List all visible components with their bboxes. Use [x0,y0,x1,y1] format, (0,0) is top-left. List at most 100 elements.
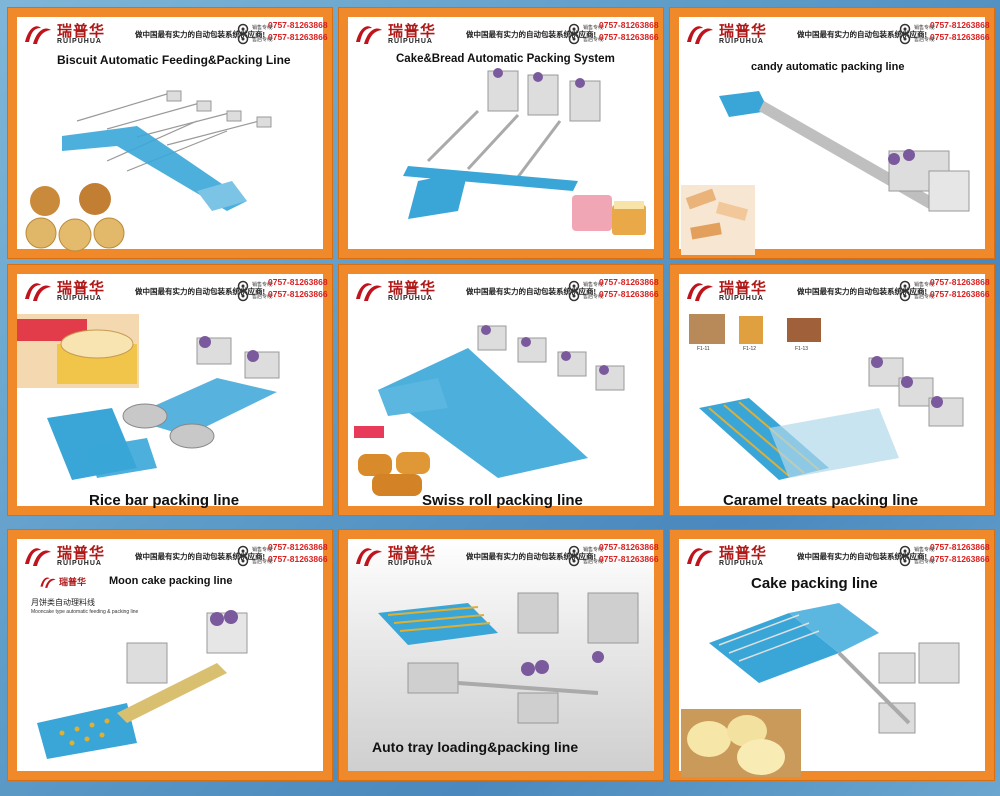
sales-phone: 0757-81263868 [930,542,990,552]
panel-title: candy automatic packing line [751,61,905,73]
ruipuhua-logo-icon [356,26,382,44]
panel-header: 瑞普华 RUIPUHUA 做中国最有实力的自动包装系统供应商! 销售专线: 07… [679,539,990,573]
panel-caramel: 瑞普华 RUIPUHUA 做中国最有实力的自动包装系统供应商! 销售专线: 07… [670,265,994,515]
panel-header: 瑞普华 RUIPUHUA 做中国最有实力的自动包装系统供应商! 销售专线: 07… [348,17,659,51]
caramel-thumb-3 [787,318,821,342]
panel-subtitle-en: Mooncake type automatic feeding & packin… [31,609,139,615]
sales-phone: 0757-81263868 [268,542,328,552]
sales-phone: 0757-81263868 [599,20,659,30]
sales-phone: 0757-81263868 [930,20,990,30]
brand-name-en: RUIPUHUA [57,38,102,45]
brand-name-cn: 瑞普华 [719,279,768,297]
phone-icon [237,23,249,45]
phone-icon [899,23,911,45]
phone-icon [568,545,580,567]
cake-buns-photo [681,709,801,777]
panel-header: 瑞普华 RUIPUHUA 做中国最有实力的自动包装系统供应商! 销售专线: 07… [17,17,328,51]
brand-name-cn: 瑞普华 [388,544,437,562]
caramel-thumb-2 [739,316,763,344]
service-label: 售后专线: [252,294,274,300]
brand-name-cn: 瑞普华 [719,22,768,40]
caramel-thumb-label-2: F1-12 [743,346,757,352]
service-phone: 0757-81263866 [599,32,659,42]
service-phone: 0757-81263866 [930,554,990,564]
panel-header: 瑞普华 RUIPUHUA 做中国最有实力的自动包装系统供应商! 销售专线: 07… [17,274,328,308]
caramel-line-illustration [699,356,964,480]
service-label: 售后专线: [252,37,274,43]
sales-label: 销售专线: [914,25,936,31]
panel-swiss-roll: 瑞普华 RUIPUHUA 做中国最有实力的自动包装系统供应商! 销售专线: 07… [339,265,663,515]
panel-title: Caramel treats packing line [723,492,919,509]
service-label: 售后专线: [252,559,274,565]
brand-name-en: RUIPUHUA [388,295,433,302]
ruipuhua-logo-icon [687,548,713,566]
sales-phone: 0757-81263868 [268,277,328,287]
auto-tray-line-illustration [378,592,639,724]
service-label: 售后专线: [914,559,936,565]
panel-biscuit: 瑞普华 RUIPUHUA 做中国最有实力的自动包装系统供应商! 销售专线: 07… [8,8,332,258]
brand-name-cn-small: 瑞普华 [59,577,87,587]
ruipuhua-small-logo-icon [40,577,56,588]
sales-phone: 0757-81263868 [599,542,659,552]
ruipuhua-logo-icon [356,283,382,301]
candy-line-illustration [719,91,970,212]
sales-phone: 0757-81263868 [268,20,328,30]
service-label: 售后专线: [914,294,936,300]
sales-label: 销售专线: [583,547,605,553]
panel-title: Cake&Bread Automatic Packing System [396,53,615,65]
moon-cake-line-illustration [37,610,248,759]
ruipuhua-logo-icon [687,283,713,301]
service-phone: 0757-81263866 [930,32,990,42]
biscuit-line-illustration [62,90,272,211]
brand-name-en: RUIPUHUA [388,38,433,45]
panel-title: Auto tray loading&packing line [372,739,579,755]
phone-icon [237,545,249,567]
sales-label: 销售专线: [583,282,605,288]
phone-icon [899,280,911,302]
swiss-roll-line-illustration [378,325,625,478]
rice-bar-line-illustration [47,336,280,480]
service-phone: 0757-81263866 [268,289,328,299]
panel-header: 瑞普华 RUIPUHUA 做中国最有实力的自动包装系统供应商! 销售专线: 07… [348,539,659,573]
panel-rice-bar: 瑞普华 RUIPUHUA 做中国最有实力的自动包装系统供应商! 销售专线: 07… [8,265,332,515]
panel-title: Biscuit Automatic Feeding&Packing Line [57,53,291,67]
sales-label: 销售专线: [252,282,274,288]
brand-slogan: 做中国最有实力的自动包装系统供应商! [466,287,596,296]
panel-moon-cake: 瑞普华 RUIPUHUA 做中国最有实力的自动包装系统供应商! 销售专线: 07… [8,530,332,780]
service-phone: 0757-81263866 [268,554,328,564]
sales-label: 销售专线: [583,25,605,31]
phone-icon [899,545,911,567]
brand-slogan: 做中国最有实力的自动包装系统供应商! [466,552,596,561]
candy-photo [681,185,755,255]
ruipuhua-logo-icon [687,26,713,44]
panel-header: 瑞普华 RUIPUHUA 做中国最有实力的自动包装系统供应商! 销售专线: 07… [348,274,659,308]
brand-name-en: RUIPUHUA [388,560,433,567]
service-phone: 0757-81263866 [268,32,328,42]
brand-name-en: RUIPUHUA [57,295,102,302]
brand-slogan: 做中国最有实力的自动包装系统供应商! [797,552,927,561]
panel-title: Rice bar packing line [89,492,240,509]
panel-candy: 瑞普华 RUIPUHUA 做中国最有实力的自动包装系统供应商! 销售专线: 07… [670,8,994,258]
phone-icon [568,23,580,45]
service-phone: 0757-81263866 [599,289,659,299]
biscuit-photo [23,183,127,253]
brand-name-en: RUIPUHUA [719,295,764,302]
brand-slogan: 做中国最有实力的自动包装系统供应商! [135,552,265,561]
phone-icon [568,280,580,302]
sales-label: 销售专线: [252,25,274,31]
panel-auto-tray: 瑞普华 RUIPUHUA 做中国最有实力的自动包装系统供应商! 销售专线: 07… [339,530,663,780]
brand-name-cn: 瑞普华 [719,544,768,562]
rice-bar-photo [17,314,139,388]
brand-name-cn: 瑞普华 [57,544,106,562]
panel-header: 瑞普华 RUIPUHUA 做中国最有实力的自动包装系统供应商! 销售专线: 07… [679,17,990,51]
panel-title: Cake packing line [751,575,878,592]
swiss-roll-photo [352,424,438,504]
ruipuhua-logo-icon [25,283,51,301]
service-label: 售后专线: [914,37,936,43]
panel-subtitle-cn: 月饼类自动理料线 [31,598,95,607]
panel-title: Swiss roll packing line [422,492,583,509]
sales-label: 销售专线: [252,547,274,553]
cake-bread-line-illustration [403,68,601,219]
service-label: 售后专线: [583,559,605,565]
service-label: 售后专线: [583,294,605,300]
